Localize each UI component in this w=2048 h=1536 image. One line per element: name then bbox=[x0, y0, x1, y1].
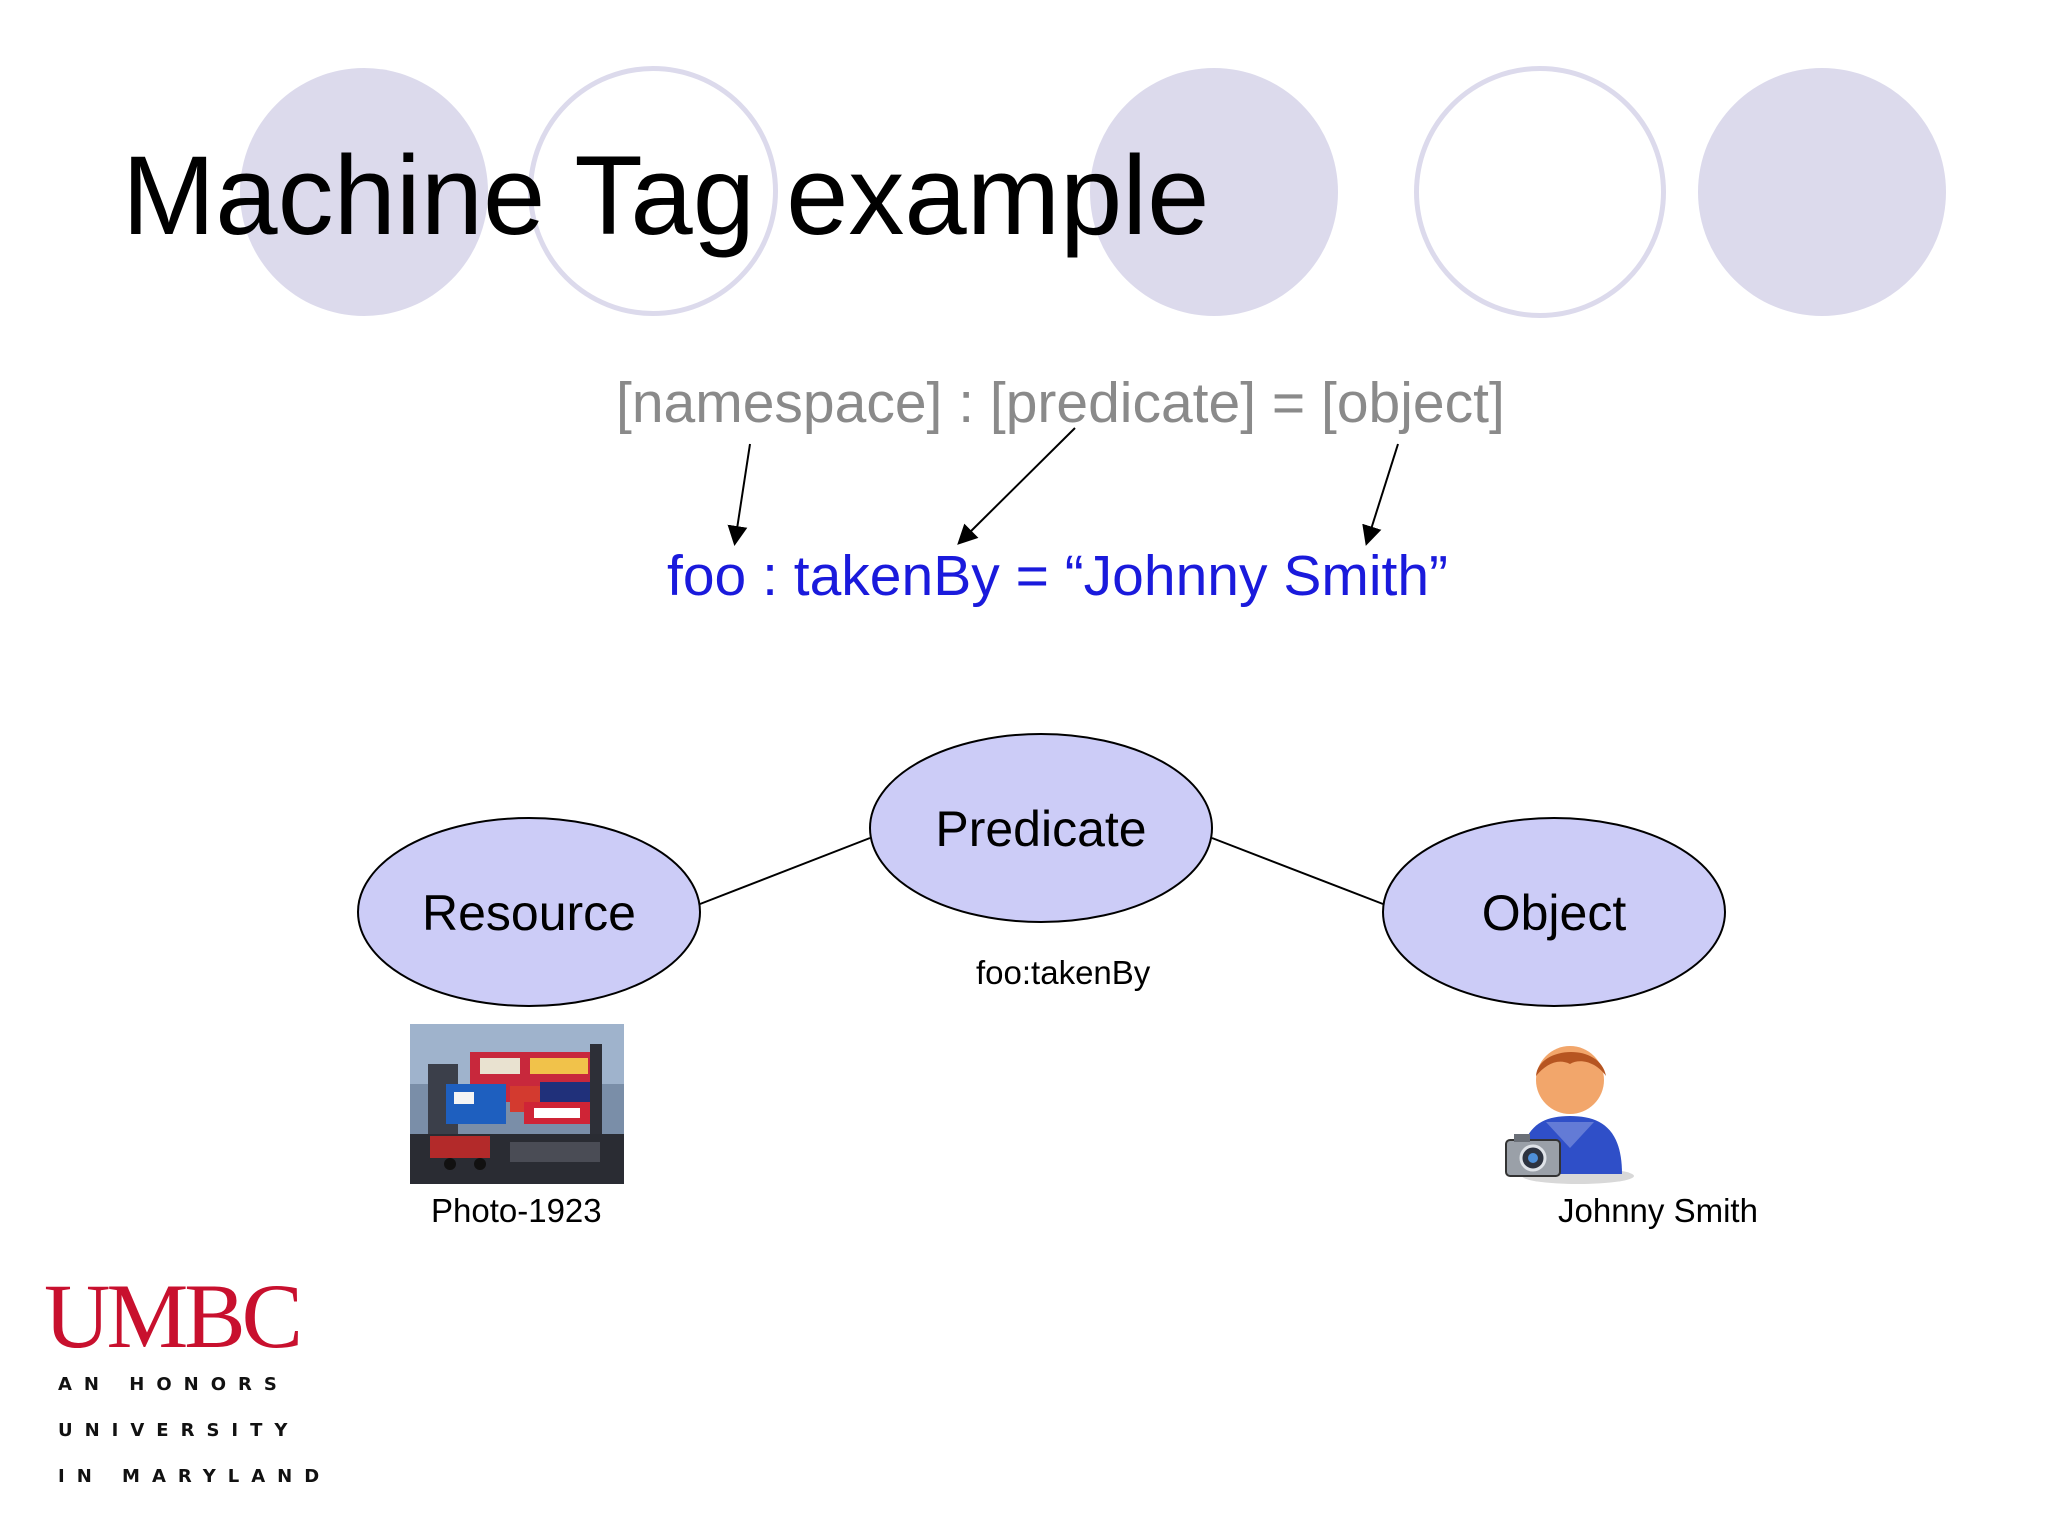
umbc-tagline-line-3: IN MARYLAND bbox=[58, 1466, 332, 1487]
slide-title: Machine Tag example bbox=[122, 133, 1210, 258]
photographer-person-icon bbox=[1505, 1046, 1634, 1184]
umbc-tagline-line-2: UNIVERSITY bbox=[58, 1420, 300, 1441]
edge-resource-predicate bbox=[699, 837, 871, 905]
resource-node bbox=[357, 817, 701, 1007]
tag-example: foo : takenBy = “Johnny Smith” bbox=[667, 543, 1448, 609]
pattern-namespace: [namespace] bbox=[616, 371, 943, 435]
edge-predicate-object bbox=[1211, 837, 1384, 905]
arrow-predicate bbox=[957, 427, 1076, 545]
pattern-separator: : bbox=[942, 371, 990, 435]
decor-circle bbox=[1090, 68, 1338, 316]
predicate-node-label: Predicate bbox=[935, 801, 1147, 857]
pattern-predicate: [predicate] bbox=[989, 371, 1257, 435]
resource-node-label: Resource bbox=[422, 885, 636, 941]
predicate-caption: foo:takenBy bbox=[976, 954, 1151, 991]
object-caption: Johnny Smith bbox=[1558, 1192, 1758, 1229]
example-predicate: takenBy bbox=[793, 544, 1000, 608]
example-object: “Johnny Smith” bbox=[1064, 544, 1449, 608]
photo-thumbnail bbox=[410, 1024, 624, 1184]
decor-circle bbox=[240, 68, 488, 316]
umbc-logo: UMBC AN HONORS UNIVERSITY IN MARYLAND bbox=[44, 1265, 332, 1500]
decor-circle-outline bbox=[1414, 66, 1666, 318]
umbc-wordmark: UMBC bbox=[44, 1265, 303, 1367]
umbc-tagline-line-1: AN HONORS bbox=[58, 1374, 289, 1395]
decor-circle-outline bbox=[528, 66, 778, 316]
pattern-object: [object] bbox=[1321, 371, 1505, 435]
example-separator: = bbox=[999, 544, 1065, 608]
resource-caption: Photo-1923 bbox=[431, 1192, 602, 1229]
decor-circle bbox=[1698, 68, 1946, 316]
object-node-label: Object bbox=[1481, 885, 1627, 941]
arrow-namespace bbox=[727, 443, 751, 546]
example-separator: : bbox=[746, 544, 794, 608]
predicate-node bbox=[869, 733, 1213, 923]
tag-pattern: [namespace] : [predicate] = [object] bbox=[616, 370, 1505, 436]
object-node bbox=[1382, 817, 1726, 1007]
example-namespace: foo bbox=[667, 544, 747, 608]
pattern-separator: = bbox=[1256, 371, 1322, 435]
arrow-object bbox=[1362, 443, 1399, 546]
